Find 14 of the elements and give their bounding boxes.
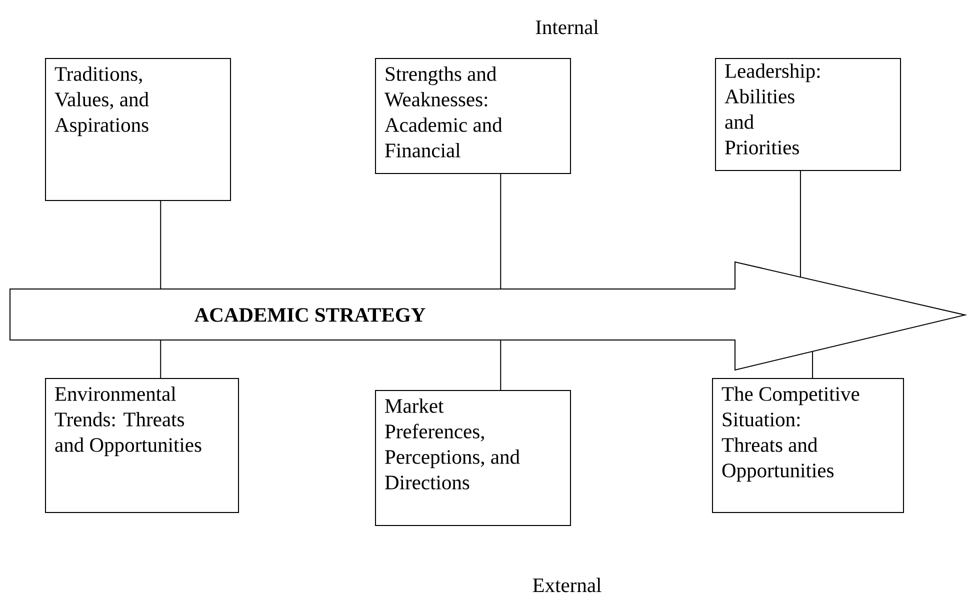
axis-label: External [532, 578, 602, 592]
text-box: The Competitive Situation: Threats and Opportunities [712, 378, 904, 513]
connector-line [800, 170, 801, 278]
connector-line [812, 350, 814, 378]
axis-label: Internal [536, 20, 598, 34]
connector-line [160, 339, 162, 378]
text-box: Strengths and Weaknesses: Academic and Financial [375, 58, 571, 174]
connector-line [500, 173, 502, 290]
text-box: Environmental Trends: Threats and Opportunities [45, 378, 239, 513]
connector-line [160, 200, 162, 290]
text-box: Market Preferences, Perceptions, and Directions [375, 390, 571, 526]
text-box: Traditions, Values, and Aspirations [45, 58, 231, 201]
text-box: Leadership: Abilities and Priorities [715, 58, 901, 171]
connector-line [500, 339, 502, 390]
